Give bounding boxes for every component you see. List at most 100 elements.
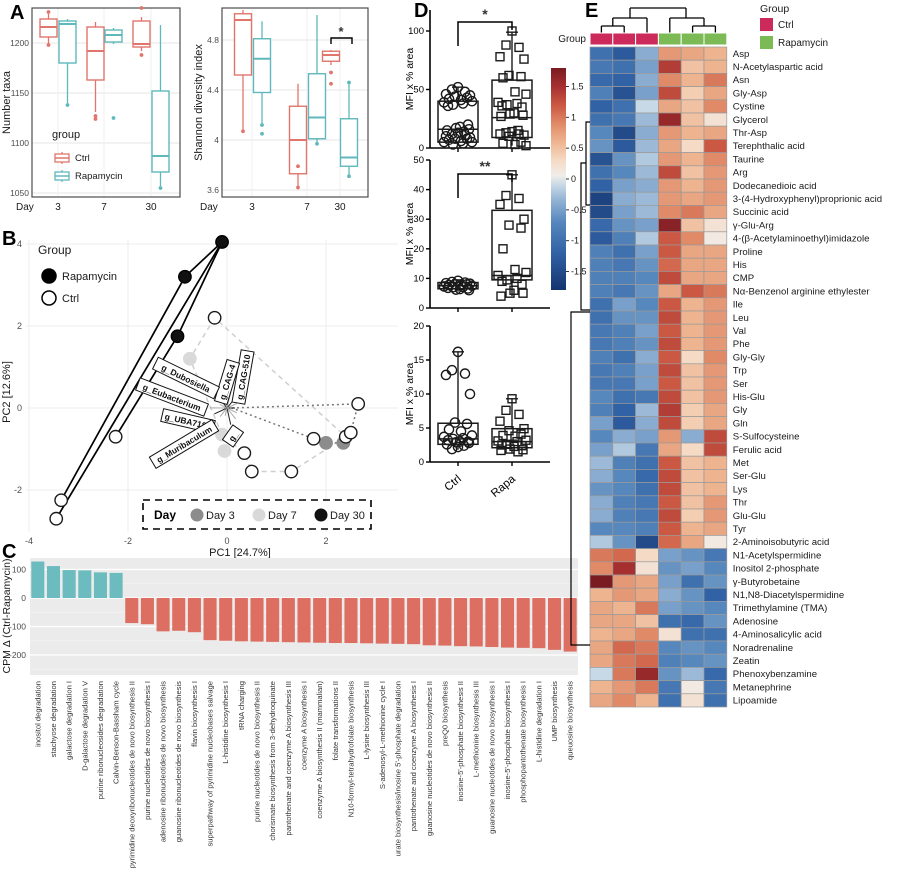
row-label: Trimethylamine (TMA) [733,603,828,614]
heatmap-cell [703,389,728,404]
heatmap-cell [658,693,682,708]
heatmap-cell [589,244,614,259]
heatmap-cell [680,521,705,536]
heatmap-cell [589,165,614,180]
box [321,50,341,62]
heatmap-cell [635,495,659,510]
rapa-point [501,40,511,50]
heatmap-cell [680,535,705,549]
heatmap-cell [612,284,636,299]
rapa-point [519,54,529,64]
heatmap-cell [680,403,705,417]
rapa-point [521,140,531,151]
heatmap-cell [612,257,636,272]
heatmap-cell [703,125,728,140]
heatmap-cell [703,86,728,101]
row-label: γ-Butyrobetaine [733,577,800,588]
pca-point-rapamycin_day30 [178,269,192,284]
ctrl-point [442,282,454,294]
loading-label-group: g_ [221,424,245,448]
heatmap-cell [658,389,682,404]
loading-arrow [219,407,228,417]
day-legend-item-label: Day 3 [206,510,235,522]
rapa-point [507,394,517,404]
day-legend-title: Day [154,508,176,522]
outlier-point [139,6,144,10]
loading-label-box [231,349,255,405]
group-strip-cell [612,32,637,46]
pca-point-ctrl_day30 [54,493,69,508]
bar [93,572,107,598]
heatmap-cell [703,46,728,61]
bar [328,598,342,644]
heatmap-cell [680,667,705,681]
heatmap-cell [658,601,682,615]
heatmap-cell [612,469,636,483]
heatmap-cell [612,561,636,576]
box [86,26,105,81]
heatmap-cell [635,601,659,615]
y-tick-label: 1150 [11,88,30,98]
heatmap-cell [589,640,614,655]
heatmap-cell [612,653,636,668]
heatmap-cell [589,231,614,246]
y-axis-title: Number taxa [1,70,13,134]
heatmap-cell [635,231,659,246]
heatmap-cell [703,178,728,193]
rapa-point [519,214,529,224]
heatmap-cell [680,653,705,668]
heatmap-cell [635,73,659,87]
rapa-point [502,275,512,285]
heatmap-cell [589,455,614,470]
heatmap-cell [612,205,636,219]
rapa-point [497,276,507,287]
ctrl-point [446,364,458,376]
rapa-point [505,288,515,298]
heatmap-cell [635,389,659,404]
heatmap-cell [589,178,614,193]
heatmap-cell [658,535,682,549]
x-category-label: coenzyme A biosynthesis I [300,681,309,770]
x-axis-title: Day [16,202,34,213]
heatmap-cell [612,297,636,312]
heatmap-cell [635,521,659,536]
heatmap-cell [680,297,705,312]
heatmap-cell [680,244,705,259]
box [307,73,327,140]
row-label: Trp [733,366,747,377]
y-tick-label: 0 [21,593,26,603]
heatmap-cell [680,178,705,193]
heatmap-cell [680,561,705,576]
outlier-point [93,117,98,121]
heatmap-cell [635,165,659,180]
y-tick-label: 15 [413,355,424,366]
heatmap-cell [612,587,636,602]
bar [140,598,154,625]
outlier-point [241,129,245,134]
box [339,118,359,167]
x-category-label: coenzyme A biosynthesis II (mammalian) [315,681,324,819]
rapa-point [510,264,520,275]
row-label: Succinic acid [733,207,789,218]
panel-label-b: B [2,228,17,250]
heatmap-cell [658,152,682,167]
row-label: Thr-Asp [733,128,767,139]
heatmap-cell [703,139,728,153]
heatmap-cell [635,627,659,642]
row-label: CMP [733,273,754,284]
heatmap-cell [680,165,705,180]
heatmap-cell [680,495,705,510]
rapa-point [510,431,520,441]
bar [125,598,139,624]
y-tick-label: 50 [413,85,424,96]
heatmap-cell [589,403,614,417]
y-tick-label: 20 [413,244,424,255]
heatmap-cell [658,614,682,629]
legend-item-label: Rapamycin [62,271,117,283]
y-tick-label: 100 [12,565,26,575]
x-category-label: purine nucleotides de novo biosynthesis … [143,681,152,820]
colorbar-tick-label: -1 [571,236,579,246]
rapa-point [504,70,514,81]
